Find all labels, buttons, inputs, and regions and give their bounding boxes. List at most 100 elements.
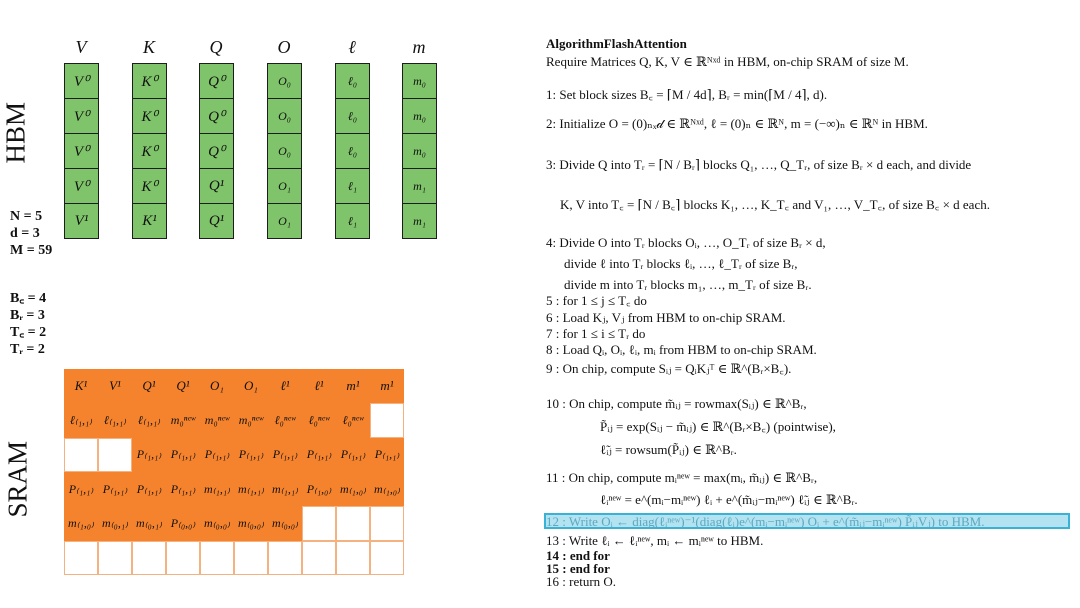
sram-cell: P₍₁,₁₎ bbox=[166, 437, 200, 472]
alg-require: Require Matrices Q, K, V ∈ ℝᴺˣᵈ in HBM, … bbox=[546, 54, 909, 69]
sram-cell-empty bbox=[234, 540, 268, 575]
hbm-header-o: O bbox=[277, 37, 291, 57]
hbm-header-k: K bbox=[142, 37, 155, 57]
hbm-cell-v-1: V⁰ bbox=[65, 99, 98, 134]
sram-cell: O₁ bbox=[200, 369, 234, 404]
sram-cell: m₍₁,₀₎ bbox=[64, 506, 98, 541]
hbm-cell-l-0: ℓ₀ bbox=[336, 64, 369, 99]
sram-cell-empty bbox=[302, 506, 336, 541]
hbm-column-m: m₀ m₀ m₀ m₁ m₁ bbox=[402, 63, 437, 239]
sram-cell: ℓ¹ bbox=[302, 369, 336, 404]
hbm-cell-q-4: Q¹ bbox=[208, 212, 225, 229]
alg-line-15: 15 : end for bbox=[546, 561, 610, 576]
hbm-header-v: V bbox=[75, 37, 87, 57]
alg-line-12: 12 : Write Oᵢ ← diag(ℓᵢⁿᵉʷ)⁻¹(diag(ℓᵢ)e^… bbox=[546, 514, 985, 529]
sram-cell: Q¹ bbox=[166, 369, 200, 404]
sram-cell: m₍₀,₁₎ bbox=[132, 506, 166, 541]
alg-line-4b: divide ℓ into Tᵣ blocks ℓᵢ, …, ℓ_Tᵣ of s… bbox=[564, 256, 798, 271]
sram-cell: ℓ₀ⁿᵉʷ bbox=[336, 403, 370, 438]
sram-cell-empty bbox=[64, 540, 98, 575]
sram-cell: m₍₁,₁₎ bbox=[268, 471, 302, 507]
sram-cell: ℓ¹ bbox=[268, 369, 302, 404]
hbm-header-l: ℓ bbox=[348, 37, 356, 57]
sram-cell-empty bbox=[132, 540, 166, 575]
hbm-cell-m-2: m₀ bbox=[403, 134, 436, 169]
sram-cell: P₍₁,₁₎ bbox=[64, 471, 98, 507]
problem-params: N = 5 d = 3 M = 59 bbox=[10, 208, 52, 259]
sram-cell: m₍₀,₀₎ bbox=[200, 506, 234, 541]
sram-cell-empty bbox=[370, 540, 404, 575]
alg-line-5: 5 : for 1 ≤ j ≤ T꜀ do bbox=[546, 293, 647, 308]
hbm-column-v: V⁰ V⁰ V⁰ V⁰ V¹ bbox=[64, 63, 99, 239]
sram-cell: ℓ₀ⁿᵉʷ bbox=[302, 403, 336, 438]
sram-cell: m₍₀,₁₎ bbox=[98, 506, 132, 541]
alg-line-4c: divide m into Tᵣ blocks m₁, …, m_Tᵣ of s… bbox=[564, 277, 812, 292]
hbm-cell-o-0: O₀ bbox=[268, 64, 301, 99]
alg-line-14: 14 : end for bbox=[546, 548, 610, 563]
alg-line-10c: ℓ̃ᵢⱼ = rowsum(P̃ᵢⱼ) ∈ ℝ^Bᵣ. bbox=[600, 442, 737, 457]
sram-cell: P₍₁,₁₎ bbox=[200, 437, 234, 472]
hbm-column-q: Q⁰ Q⁰ Q⁰ Q¹ Q¹ bbox=[199, 63, 234, 239]
hbm-cell-q-1: Q⁰ bbox=[200, 99, 233, 134]
param-bc: B꜀ = 4 bbox=[10, 291, 47, 306]
alg-line-4: 4: Divide O into Tᵣ blocks Oᵢ, …, O_Tᵣ o… bbox=[546, 235, 826, 250]
sram-cell: P₍₁,₁₎ bbox=[234, 437, 268, 472]
sram-cell: P₍₁,₁₎ bbox=[132, 437, 166, 472]
hbm-cell-l-2: ℓ₀ bbox=[336, 134, 369, 169]
sram-cell: P₍₁,₀₎ bbox=[302, 471, 336, 507]
param-d: d = 3 bbox=[10, 226, 40, 241]
hbm-cell-m-4: m₁ bbox=[413, 213, 426, 228]
sram-cell: P₍₁,₁₎ bbox=[336, 437, 370, 472]
hbm-cell-k-0: K⁰ bbox=[133, 64, 166, 99]
sram-cell: P₍₁,₁₎ bbox=[302, 437, 336, 472]
hbm-label: HBM bbox=[0, 101, 31, 164]
sram-cell: m₍₀,₀₎ bbox=[234, 506, 268, 541]
alg-line-11: 11 : On chip, compute mᵢⁿᵉʷ = max(mᵢ, m̃… bbox=[546, 470, 818, 485]
alg-line-8: 8 : Load Qᵢ, Oᵢ, ℓᵢ, mᵢ from HBM to on-c… bbox=[546, 342, 817, 357]
sram-cell-empty bbox=[200, 540, 234, 575]
sram-cell: ℓ₍₁,₁₎ bbox=[132, 403, 166, 438]
sram-cell: V¹ bbox=[98, 369, 132, 404]
alg-line-11b: ℓᵢⁿᵉʷ = e^(mᵢ−mᵢⁿᵉʷ) ℓᵢ + e^(m̃ᵢⱼ−mᵢⁿᵉʷ)… bbox=[600, 492, 858, 507]
sram-cell-empty bbox=[370, 403, 404, 438]
block-params: B꜀ = 4 Bᵣ = 3 T꜀ = 2 Tᵣ = 2 bbox=[10, 290, 46, 358]
hbm-cell-m-3: m₁ bbox=[403, 169, 436, 204]
current-line-highlight bbox=[544, 513, 1070, 529]
sram-cell: m₀ⁿᵉʷ bbox=[200, 403, 234, 438]
sram-cell: m¹ bbox=[336, 369, 370, 404]
sram-cell: P₍₀,₀₎ bbox=[166, 506, 200, 541]
hbm-cell-k-3: K⁰ bbox=[133, 169, 166, 204]
alg-line-1: 1: Set block sizes B꜀ = ⌈M / 4d⌉, Bᵣ = m… bbox=[546, 87, 828, 102]
hbm-cell-k-2: K⁰ bbox=[133, 134, 166, 169]
sram-cell-empty bbox=[268, 540, 302, 575]
hbm-column-l: ℓ₀ ℓ₀ ℓ₀ ℓ₁ ℓ₁ bbox=[335, 63, 370, 239]
hbm-cell-m-0: m₀ bbox=[403, 64, 436, 99]
hbm-cell-o-4: O₁ bbox=[278, 213, 291, 228]
sram-label: SRAM bbox=[2, 440, 33, 518]
sram-cell-empty bbox=[370, 506, 404, 541]
hbm-cell-v-4: V¹ bbox=[74, 212, 89, 229]
sram-cell: ℓ₍₁,₁₎ bbox=[98, 403, 132, 438]
alg-line-3: 3: Divide Q into Tᵣ = ⌈N / Bᵣ⌉ blocks Q₁… bbox=[546, 157, 972, 172]
sram-cell: Q¹ bbox=[132, 369, 166, 404]
sram-cell: P₍₁,₁₎ bbox=[370, 437, 404, 472]
hbm-cell-q-3: Q¹ bbox=[200, 169, 233, 204]
hbm-cell-k-4: K¹ bbox=[142, 212, 157, 229]
alg-line-7: 7 : for 1 ≤ i ≤ Tᵣ do bbox=[546, 326, 646, 341]
sram-cell: m¹ bbox=[370, 369, 404, 404]
sram-cell-empty bbox=[166, 540, 200, 575]
alg-line-6: 6 : Load Kⱼ, Vⱼ from HBM to on-chip SRAM… bbox=[546, 310, 786, 325]
sram-cell-empty bbox=[302, 540, 336, 575]
hbm-cell-k-1: K⁰ bbox=[133, 99, 166, 134]
hbm-cell-o-2: O₀ bbox=[268, 134, 301, 169]
sram-cell: P₍₁,₁₎ bbox=[132, 471, 166, 507]
sram-cell: K¹ bbox=[64, 369, 98, 404]
hbm-header-m: m bbox=[412, 37, 426, 57]
sram-cell-empty bbox=[64, 437, 98, 472]
param-tc: T꜀ = 2 bbox=[10, 325, 47, 340]
hbm-cell-q-2: Q⁰ bbox=[200, 134, 233, 169]
param-tr: Tᵣ = 2 bbox=[10, 342, 45, 357]
sram-cell: m₍₁,₁₎ bbox=[234, 471, 268, 507]
sram-cell: m₍₁,₁₎ bbox=[200, 471, 234, 507]
hbm-cell-q-0: Q⁰ bbox=[200, 64, 233, 99]
